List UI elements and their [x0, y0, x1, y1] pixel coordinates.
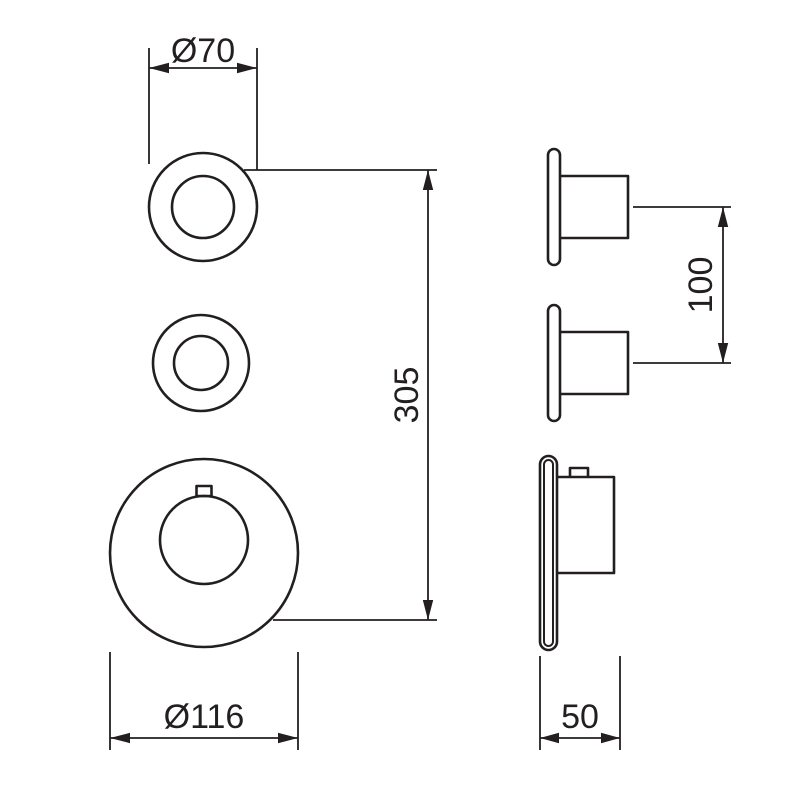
arrowhead-right [237, 62, 257, 74]
top-knob-inner-circle [170, 174, 236, 240]
arrowhead-top [717, 207, 729, 227]
arrowhead-right [601, 732, 620, 744]
dimension-diameter-116: Ø116 [109, 652, 299, 750]
top-knob-front [147, 151, 259, 263]
middle-knob-side-body [550, 330, 630, 396]
bottom-knob-indicator-tab [195, 484, 213, 498]
bottom-knob-inner-circle [158, 494, 250, 586]
arrowhead-bottom [422, 600, 434, 620]
side-view [538, 147, 630, 652]
arrowhead-bottom [717, 343, 729, 363]
dimension-label-diameter-70: Ø70 [171, 32, 235, 70]
bottom-knob-side-plate [538, 454, 559, 652]
top-knob-side-plate [546, 147, 562, 267]
middle-knob-side-plate [546, 303, 562, 423]
arrowhead-left [540, 732, 559, 744]
dimension-diameter-70: Ø70 [148, 32, 258, 170]
top-knob-side-body [550, 174, 630, 240]
middle-knob-outer-circle [151, 313, 251, 413]
middle-knob-inner-circle [172, 334, 230, 392]
top-knob-outer-circle [147, 151, 259, 263]
bottom-knob-side-plate-face [543, 459, 554, 647]
bottom-knob-side [538, 454, 616, 652]
dimension-spacing-100: 100 [633, 206, 731, 364]
arrowhead-top [422, 170, 434, 190]
middle-knob-front [151, 313, 251, 413]
front-view [108, 151, 300, 649]
dimension-label-depth-50: 50 [561, 698, 599, 736]
top-knob-side [546, 147, 630, 267]
dimension-label-height-305: 305 [388, 367, 426, 424]
dimension-label-spacing-100: 100 [682, 257, 720, 314]
dimension-height-305: 305 [244, 169, 437, 621]
bottom-knob-front [108, 457, 300, 649]
bottom-knob-side-body [546, 475, 616, 575]
bottom-plate-circle [108, 457, 300, 649]
dimension-depth-50: 50 [539, 656, 621, 750]
arrowhead-right [278, 732, 298, 744]
arrowhead-left [110, 732, 130, 744]
middle-knob-side [546, 303, 630, 423]
arrowhead-left [149, 62, 169, 74]
dimension-label-diameter-116: Ø116 [164, 698, 245, 736]
